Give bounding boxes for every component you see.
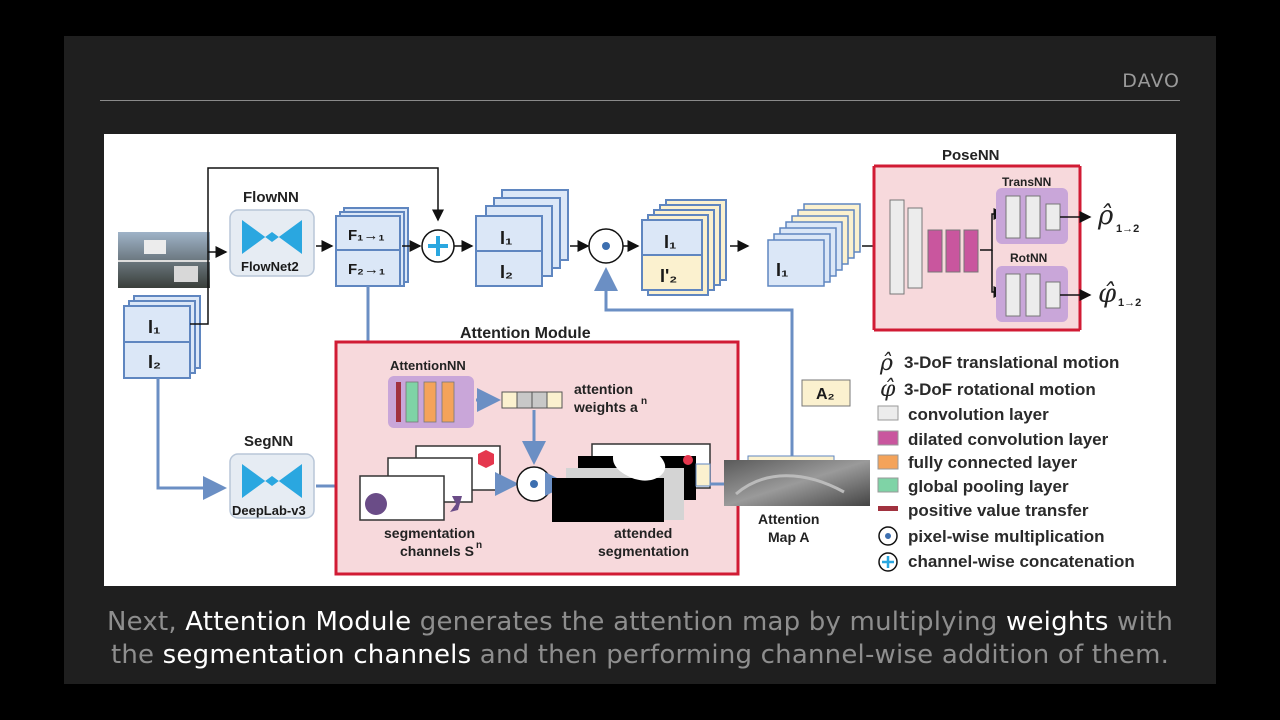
attention-weights-label-2: weights a — [573, 399, 638, 415]
architecture-diagram: I₁ I₂ FlowNN FlowNet2 F₁→₁ F₂→₁ — [104, 134, 1176, 586]
input-frames-photo — [118, 232, 210, 288]
concat-stack: I₁ I₂ — [475, 189, 569, 287]
caption-text: with — [1108, 607, 1174, 637]
legend-rho-symbol: ρ̂ — [879, 351, 893, 376]
concat-node — [421, 229, 455, 263]
flownet2-label: FlowNet2 — [241, 259, 299, 274]
legend-phi-symbol: φ̂ — [880, 377, 896, 402]
attention-multiply-node — [516, 466, 552, 502]
attended-label: attended — [614, 525, 672, 541]
a2-label: A₂ — [816, 386, 835, 403]
segnn-block: SegNN DeepLab-v3 — [229, 433, 315, 519]
flownn-title: FlowNN — [243, 189, 299, 206]
attention-module: Attention Module AttentionNN attention w… — [334, 325, 740, 576]
top-multiply-node — [588, 228, 624, 264]
caption-highlight: Attention Module — [185, 607, 412, 637]
attended-label-2: segmentation — [598, 543, 689, 559]
caption-text: and then performing channel-wise additio… — [471, 640, 1170, 670]
legend-item-label: 3-DoF translational motion — [904, 353, 1119, 372]
caption-line-2: the segmentation channels and then perfo… — [64, 639, 1216, 672]
flownn-block: FlowNN FlowNet2 — [229, 189, 315, 277]
rho-output-sub: 1→2 — [1116, 223, 1139, 235]
legend-item-label: 3-DoF rotational motion — [904, 380, 1096, 399]
concat-i2-label: I₂ — [500, 262, 513, 282]
input-i1-label: I₁ — [148, 317, 160, 337]
attended-segmentation-image — [552, 443, 711, 522]
attention-feedback-arrow — [594, 267, 794, 456]
slide-title: DAVO — [1122, 70, 1180, 92]
caption-text: Next, — [106, 607, 186, 637]
attention-map-label: Attention — [758, 511, 819, 527]
legend-item-label: pixel-wise multiplication — [908, 527, 1104, 546]
skip-connection-arrow — [190, 167, 444, 325]
flow-stack: F₁→₁ F₂→₁ — [335, 207, 409, 287]
slide: DAVO — [64, 36, 1216, 684]
attention-weights-label: attention — [574, 381, 633, 397]
caption-line-1: Next, Attention Module generates the att… — [64, 606, 1216, 639]
legend-item-label: convolution layer — [908, 405, 1049, 424]
legend: ρ̂ 3-DoF translational motion φ̂ 3-DoF r… — [877, 351, 1135, 572]
attended-i2p-label: I'₂ — [660, 266, 677, 286]
rotnn-title: RotNN — [1010, 251, 1047, 265]
pooling-swatch — [877, 477, 899, 493]
convolution-swatch — [877, 405, 899, 421]
fc-swatch — [877, 454, 899, 470]
input-image-stack: I₁ I₂ — [123, 295, 201, 379]
deeplab-label: DeepLab-v3 — [232, 503, 306, 518]
flow-f11-label: F₁→₁ — [348, 227, 385, 244]
posenn-title: PoseNN — [942, 147, 1000, 164]
legend-item-label: positive value transfer — [908, 501, 1089, 520]
segnn-title: SegNN — [244, 433, 293, 450]
caption-highlight: weights — [1005, 607, 1109, 637]
seg-channels-sup: n — [476, 540, 482, 551]
title-divider — [100, 100, 1180, 101]
legend-item-label: global pooling layer — [908, 477, 1069, 496]
flow-f21-label: F₂→₁ — [348, 261, 385, 278]
image-to-segnn-arrow — [156, 378, 227, 500]
attended-stack: I₁ I'₂ — [641, 199, 727, 296]
slide-caption: Next, Attention Module generates the att… — [64, 606, 1216, 672]
phi-output-sub: 1→2 — [1118, 297, 1141, 309]
seg-channels-label: segmentation — [384, 525, 475, 541]
legend-item-label: channel-wise concatenation — [908, 552, 1135, 571]
seg-channels-label-2: channels S — [400, 543, 474, 559]
attention-map-label-2: Map A — [768, 529, 809, 545]
phi-output: φ̂ — [1098, 279, 1117, 309]
attention-map — [724, 455, 870, 506]
attention-nn-title: AttentionNN — [390, 358, 466, 373]
attention-weights-sup: n — [641, 396, 647, 407]
legend-item-label: fully connected layer — [908, 453, 1077, 472]
transnn-title: TransNN — [1002, 175, 1051, 189]
caption-text: the — [110, 640, 163, 670]
legend-item-label: dilated convolution layer — [908, 430, 1109, 449]
caption-highlight: segmentation channels — [162, 640, 472, 670]
pose-input-stack: I₁ — [767, 203, 861, 287]
transfer-swatch — [878, 506, 898, 511]
dilated-swatch — [877, 430, 899, 446]
attention-weights-vector — [501, 391, 563, 409]
posenn-block: PoseNN TransNN RotNN — [872, 147, 1092, 332]
attended-i1-label: I₁ — [664, 232, 676, 252]
diagram-canvas: I₁ I₂ FlowNN FlowNet2 F₁→₁ F₂→₁ — [118, 147, 1141, 576]
rho-output: ρ̂ — [1097, 201, 1114, 231]
concat-i1-label: I₁ — [500, 228, 512, 248]
attention-module-title: Attention Module — [460, 325, 591, 342]
pose-input-i1-label: I₁ — [776, 260, 788, 280]
caption-text: generates the attention map by multiplyi… — [411, 607, 1006, 637]
a2-box: A₂ — [801, 379, 851, 407]
input-i2-label: I₂ — [148, 352, 161, 372]
segmentation-channels-stack — [359, 445, 501, 521]
